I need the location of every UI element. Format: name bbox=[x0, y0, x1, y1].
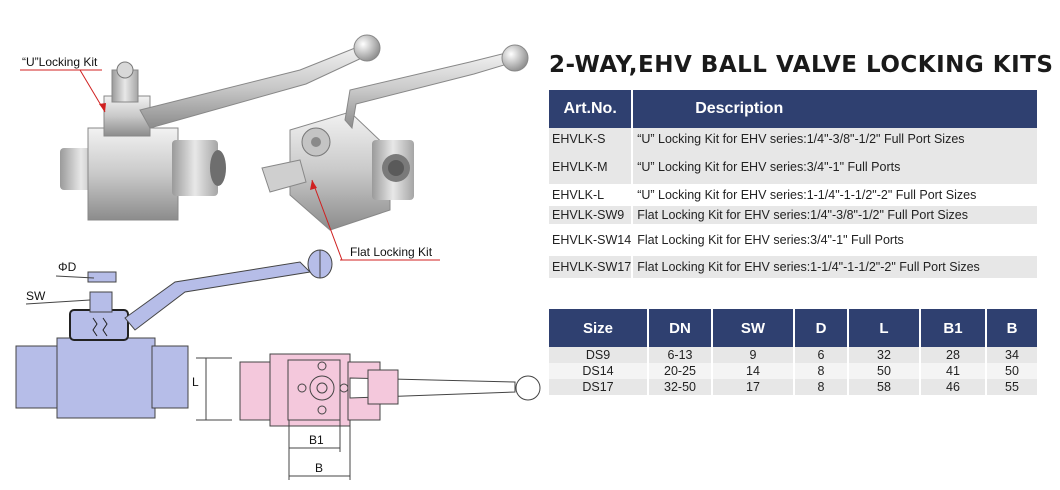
b-dimension-label: B bbox=[315, 461, 323, 475]
page-title: 2-WAY,EHV BALL VALVE LOCKING KITS bbox=[549, 52, 1054, 78]
table-row: EHVLK-S “U” Locking Kit for EHV series:1… bbox=[549, 128, 1037, 150]
table-row: EHVLK-M “U” Locking Kit for EHV series:3… bbox=[549, 150, 1037, 184]
size-cell: DS17 bbox=[549, 379, 649, 395]
b-cell: 34 bbox=[987, 347, 1037, 363]
sw-cell: 14 bbox=[713, 363, 795, 379]
l-cell: 58 bbox=[849, 379, 921, 395]
sw-label: SW bbox=[26, 289, 46, 303]
table-row: EHVLK-SW14 Flat Locking Kit for EHV seri… bbox=[549, 224, 1037, 256]
b-cell: 55 bbox=[987, 379, 1037, 395]
d-cell: 8 bbox=[795, 363, 849, 379]
size-table: Size DN SW D L B1 B DS9 6-13 9 6 32 28 3… bbox=[549, 309, 1037, 395]
flat-locking-kit-label: Flat Locking Kit bbox=[350, 245, 433, 259]
description-cell: “U” Locking Kit for EHV series:1/4"-3/8"… bbox=[633, 128, 1037, 150]
description-cell: Flat Locking Kit for EHV series:1-1/4"-1… bbox=[633, 256, 1037, 278]
table-header-row: Size DN SW D L B1 B bbox=[549, 309, 1037, 347]
u-locking-valve-photo bbox=[60, 34, 381, 221]
table-row: DS9 6-13 9 6 32 28 34 bbox=[549, 347, 1037, 363]
art-no-cell: EHVLK-SW17 bbox=[549, 256, 634, 278]
header-l: L bbox=[849, 309, 921, 347]
table-row: EHVLK-L “U” Locking Kit for EHV series:1… bbox=[549, 184, 1037, 206]
phi-d-label: ΦD bbox=[58, 260, 77, 274]
art-no-cell: EHVLK-M bbox=[549, 150, 634, 184]
b-cell: 50 bbox=[987, 363, 1037, 379]
b1-cell: 46 bbox=[921, 379, 987, 395]
header-sw: SW bbox=[713, 309, 795, 347]
sw-cell: 17 bbox=[713, 379, 795, 395]
header-size: Size bbox=[549, 309, 649, 347]
table-row: EHVLK-SW9 Flat Locking Kit for EHV serie… bbox=[549, 206, 1037, 224]
description-cell: “U” Locking Kit for EHV series:3/4"-1" F… bbox=[633, 150, 1037, 184]
art-no-cell: EHVLK-S bbox=[549, 128, 634, 150]
size-cell: DS14 bbox=[549, 363, 649, 379]
d-cell: 6 bbox=[795, 347, 849, 363]
description-cell: Flat Locking Kit for EHV series:3/4"-1" … bbox=[633, 224, 1037, 256]
flat-kit-drawing bbox=[239, 353, 541, 427]
description-cell: Flat Locking Kit for EHV series:1/4"-3/8… bbox=[633, 206, 1037, 224]
size-cell: DS9 bbox=[549, 347, 649, 363]
header-description: Description bbox=[633, 90, 1037, 128]
d-cell: 8 bbox=[795, 379, 849, 395]
table-header-row: Art.No. Description bbox=[549, 90, 1037, 128]
flat-locking-valve-photo bbox=[261, 44, 529, 231]
b1-cell: 28 bbox=[921, 347, 987, 363]
header-dn: DN bbox=[649, 309, 713, 347]
l-cell: 50 bbox=[849, 363, 921, 379]
header-b1: B1 bbox=[921, 309, 987, 347]
sw-cell: 9 bbox=[713, 347, 795, 363]
header-b: B bbox=[987, 309, 1037, 347]
art-no-cell: EHVLK-L bbox=[549, 184, 634, 206]
b1-dimension-label: B1 bbox=[309, 433, 324, 447]
table-row: EHVLK-SW17 Flat Locking Kit for EHV seri… bbox=[549, 256, 1037, 278]
header-d: D bbox=[795, 309, 849, 347]
art-no-cell: EHVLK-SW9 bbox=[549, 206, 634, 224]
table-row: DS14 20-25 14 8 50 41 50 bbox=[549, 363, 1037, 379]
u-kit-drawing bbox=[15, 249, 333, 419]
l-cell: 32 bbox=[849, 347, 921, 363]
table-row: DS17 32-50 17 8 58 46 55 bbox=[549, 379, 1037, 395]
l-dimension-label: L bbox=[192, 375, 199, 389]
locking-kits-table: Art.No. Description EHVLK-S “U” Locking … bbox=[549, 90, 1037, 278]
b1-cell: 41 bbox=[921, 363, 987, 379]
dn-cell: 32-50 bbox=[649, 379, 713, 395]
dn-cell: 6-13 bbox=[649, 347, 713, 363]
u-locking-kit-label: “U”Locking Kit bbox=[22, 55, 98, 69]
product-illustration: “U”Locking Kit Flat Locking Kit ΦD SW bbox=[15, 34, 541, 480]
art-no-cell: EHVLK-SW14 bbox=[549, 224, 634, 256]
description-cell: “U” Locking Kit for EHV series:1-1/4"-1-… bbox=[633, 184, 1037, 206]
header-art-no: Art.No. bbox=[549, 90, 634, 128]
dn-cell: 20-25 bbox=[649, 363, 713, 379]
